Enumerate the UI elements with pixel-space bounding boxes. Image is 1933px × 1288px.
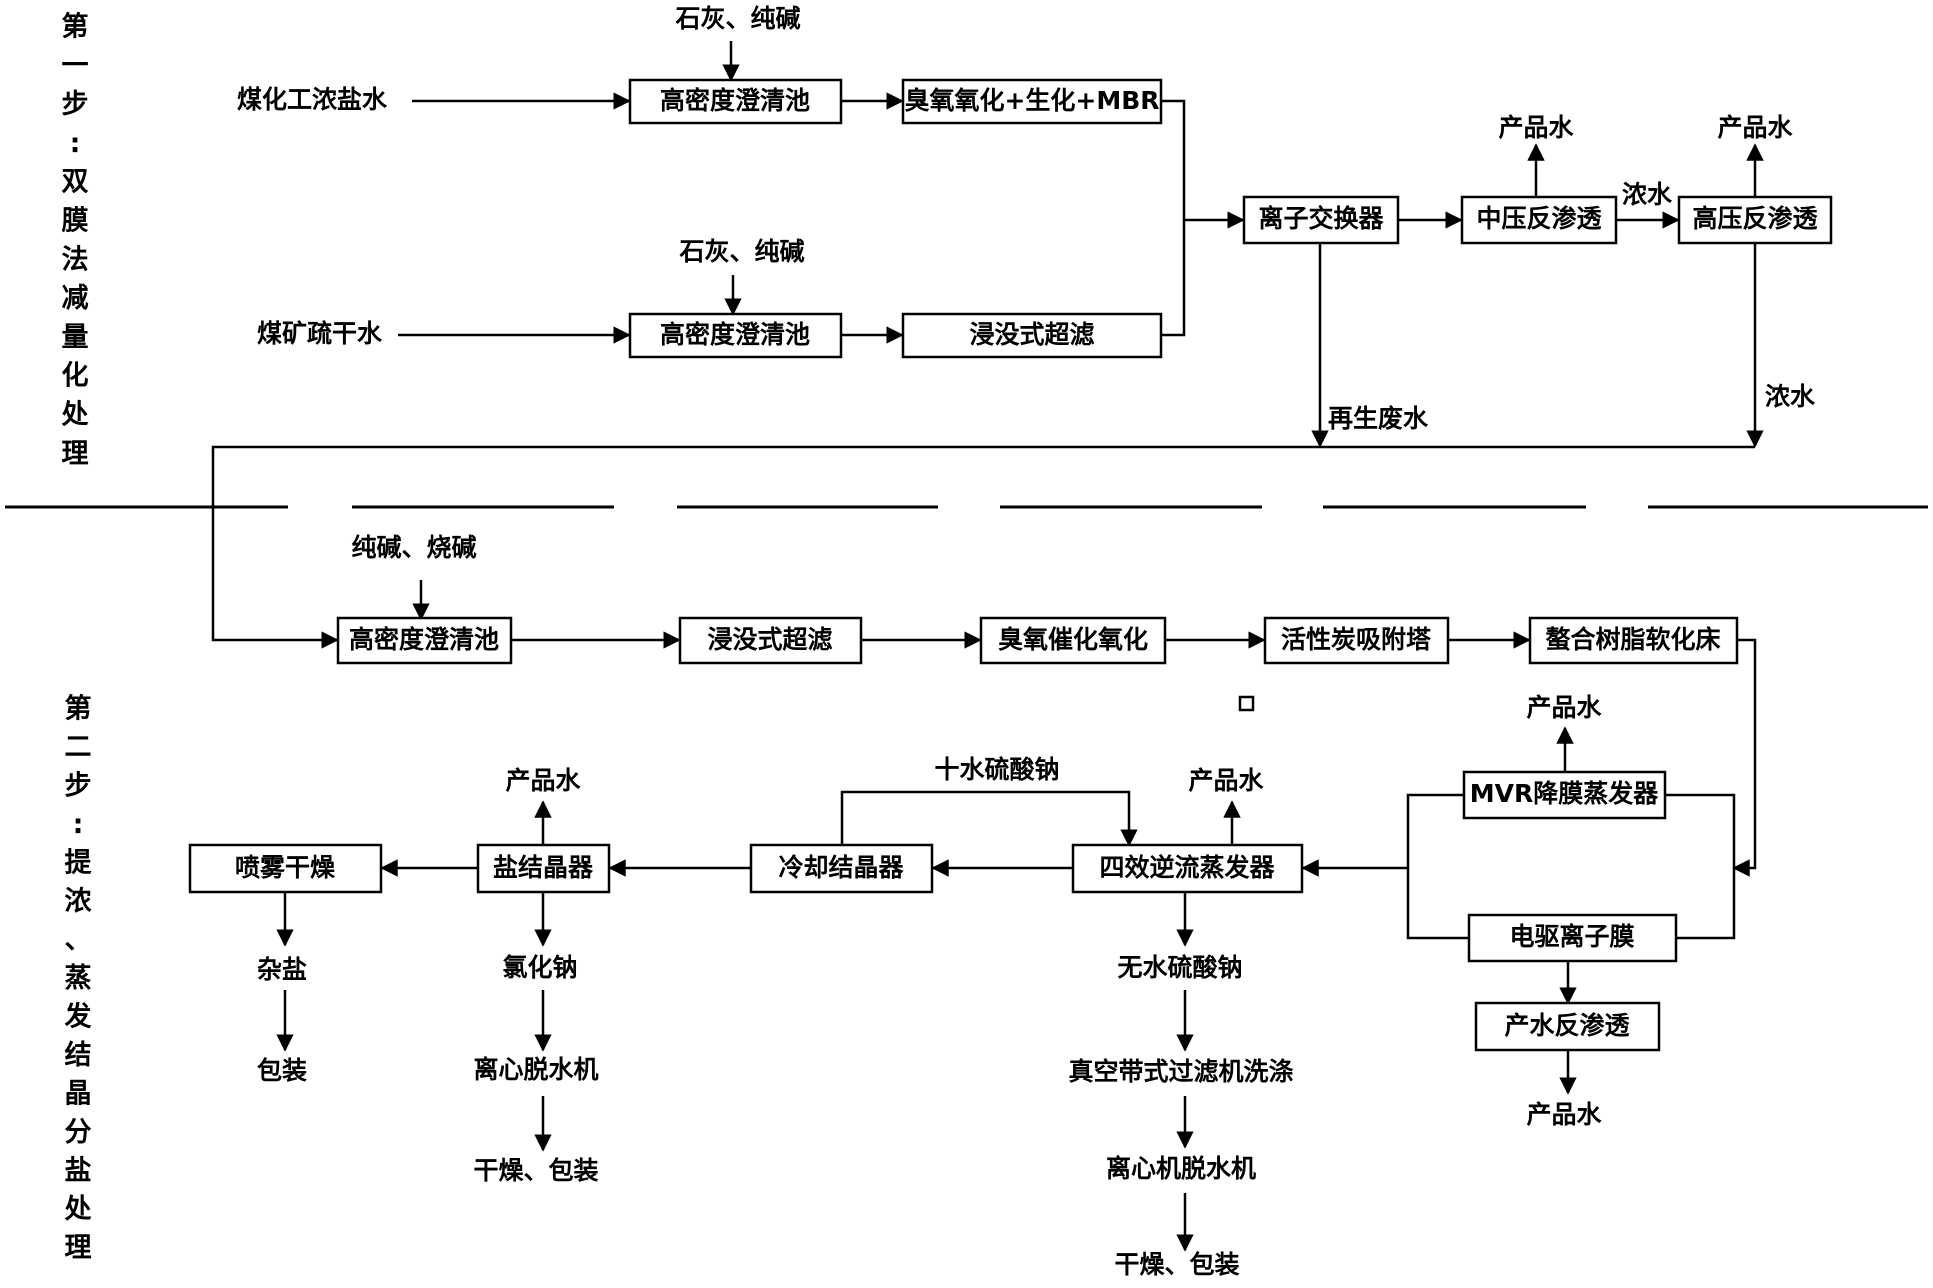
reagent-label-1: 石灰、纯碱 xyxy=(674,4,800,33)
step2-label-char: 理 xyxy=(65,1233,92,1264)
product-ro-box: 产水反渗透 xyxy=(1474,1001,1661,1052)
step1-label-char: 法 xyxy=(62,244,89,275)
submerged-uf-2-box: 浸没式超滤 xyxy=(678,616,863,665)
input-coal-chem-brine: 煤化工浓盐水 xyxy=(237,85,388,114)
hd-clarifier-3-box: 高密度澄清池 xyxy=(336,616,513,665)
svg-text:冷却结晶器: 冷却结晶器 xyxy=(778,853,904,882)
svg-text:盐结晶器: 盐结晶器 xyxy=(493,853,594,882)
reagent-label-2: 石灰、纯碱 xyxy=(678,237,804,266)
svg-text:浸没式超滤: 浸没式超滤 xyxy=(969,320,1094,349)
step1-label-char: 减 xyxy=(62,283,89,314)
step1-label-char: 理 xyxy=(62,438,89,469)
step1-label-char: 处 xyxy=(61,400,89,431)
svg-text:臭氧催化氧化: 臭氧催化氧化 xyxy=(998,625,1148,654)
reagent-label-3: 纯碱、烧碱 xyxy=(351,533,476,562)
chelating-resin-box: 螯合树脂软化床 xyxy=(1528,616,1739,665)
vacuum-belt-filter-label: 真空带式过滤机洗涤 xyxy=(1068,1057,1293,1086)
step1-label-char: 一 xyxy=(62,50,89,81)
activated-carbon-box: 活性炭吸附塔 xyxy=(1263,616,1450,665)
step2-label-char: 第 xyxy=(65,693,92,725)
step2-label-char: 浓 xyxy=(65,886,93,917)
hd-clarifier-2-box: 高密度澄清池 xyxy=(628,312,843,359)
svg-text:浸没式超滤: 浸没式超滤 xyxy=(707,625,832,654)
svg-text:高密度澄清池: 高密度澄清池 xyxy=(660,86,810,115)
concentrate-label-1: 浓水 xyxy=(1622,180,1673,209)
stray-marker xyxy=(1238,695,1255,712)
sodium-chloride-label: 氯化钠 xyxy=(502,953,577,982)
step2-label-char: 处 xyxy=(64,1194,92,1225)
ion-exchanger-box: 离子交换器 xyxy=(1242,195,1400,245)
product-water-evap-label: 产品水 xyxy=(1188,766,1264,795)
ozone-catalytic-box: 臭氧催化氧化 xyxy=(979,616,1167,665)
step2-label-char: 发 xyxy=(64,1001,92,1033)
packaging-label: 包装 xyxy=(257,1056,307,1085)
cooling-crystallizer-box: 冷却结晶器 xyxy=(749,843,934,894)
step1-label-char: 步 xyxy=(62,89,89,120)
svg-text:喷雾干燥: 喷雾干燥 xyxy=(235,853,336,882)
svg-text:中压反渗透: 中压反渗透 xyxy=(1476,204,1602,233)
salt-crystallizer-box: 盐结晶器 xyxy=(476,843,611,894)
spray-dryer-box: 喷雾干燥 xyxy=(188,843,383,894)
submerged-uf-1-box: 浸没式超滤 xyxy=(901,312,1163,359)
step2-label-char: : xyxy=(73,809,84,840)
hd-clarifier-1-box: 高密度澄清池 xyxy=(628,78,843,125)
svg-text:螯合树脂软化床: 螯合树脂软化床 xyxy=(1545,625,1720,654)
step2-label-char: 二 xyxy=(65,732,92,763)
ozone-bio-mbr-box: 臭氧氧化+生化+MBR xyxy=(901,78,1163,125)
product-water-mvr-label: 产品水 xyxy=(1526,693,1602,722)
connectors xyxy=(211,41,1764,1252)
centrifuge-2-label: 离心脱水机 xyxy=(473,1055,598,1084)
step2-label-char: 晶 xyxy=(65,1079,92,1110)
svg-text:高压反渗透: 高压反渗透 xyxy=(1692,204,1818,233)
svg-text:臭氧氧化+生化+MBR: 臭氧氧化+生化+MBR xyxy=(904,86,1159,115)
step2-label-char: 提 xyxy=(65,848,93,879)
dry-pack-2-label: 干燥、包装 xyxy=(473,1156,598,1185)
product-water-mp-label: 产品水 xyxy=(1498,113,1574,142)
step2-label-char: 、 xyxy=(65,925,92,956)
svg-text:高密度澄清池: 高密度澄清池 xyxy=(660,320,810,349)
dry-pack-1-label: 干燥、包装 xyxy=(1114,1250,1239,1279)
step1-label-char: 第 xyxy=(62,11,89,43)
svg-text:MVR降膜蒸发器: MVR降膜蒸发器 xyxy=(1470,779,1659,808)
product-water-salt-label: 产品水 xyxy=(505,766,581,795)
svg-text:活性炭吸附塔: 活性炭吸附塔 xyxy=(1281,625,1432,654)
step1-label-char: 量 xyxy=(62,322,89,353)
svg-text:离子交换器: 离子交换器 xyxy=(1258,204,1384,233)
step2-label-char: 结 xyxy=(65,1040,92,1071)
step2-label-char: 蒸 xyxy=(65,963,92,994)
product-water-ro-label: 产品水 xyxy=(1526,1100,1602,1129)
four-effect-evaporator-box: 四效逆流蒸发器 xyxy=(1071,843,1304,894)
svg-text:四效逆流蒸发器: 四效逆流蒸发器 xyxy=(1099,853,1275,882)
mp-ro-box: 中压反渗透 xyxy=(1460,195,1618,245)
svg-text:电驱离子膜: 电驱离子膜 xyxy=(1509,922,1634,951)
step1-label-char: 化 xyxy=(62,361,89,392)
edi-membrane-box: 电驱离子膜 xyxy=(1467,913,1678,963)
svg-text:产水反渗透: 产水反渗透 xyxy=(1504,1011,1630,1040)
input-mine-water: 煤矿疏干水 xyxy=(257,319,383,348)
product-water-hp-label: 产品水 xyxy=(1717,113,1793,142)
step1-label-char: 双 xyxy=(62,167,89,198)
anhydrous-sodium-sulfate-label: 无水硫酸钠 xyxy=(1117,953,1242,982)
concentrate-label-2: 浓水 xyxy=(1765,382,1816,411)
step2-label-char: 盐 xyxy=(65,1156,92,1187)
mixed-salt-label: 杂盐 xyxy=(257,955,307,984)
step2-label-char: 步 xyxy=(65,771,92,802)
mvr-evaporator-box: MVR降膜蒸发器 xyxy=(1462,770,1667,820)
step2-label-char: 分 xyxy=(65,1117,92,1148)
glauber-salt-label: 十水硫酸钠 xyxy=(934,755,1059,784)
hp-ro-box: 高压反渗透 xyxy=(1677,195,1833,245)
centrifuge-1-label: 离心机脱水机 xyxy=(1106,1154,1256,1183)
step1-label-char: : xyxy=(70,128,81,159)
step1-label-char: 膜 xyxy=(62,206,89,237)
svg-text:高密度澄清池: 高密度澄清池 xyxy=(349,625,499,654)
regen-wastewater-label: 再生废水 xyxy=(1328,404,1429,433)
